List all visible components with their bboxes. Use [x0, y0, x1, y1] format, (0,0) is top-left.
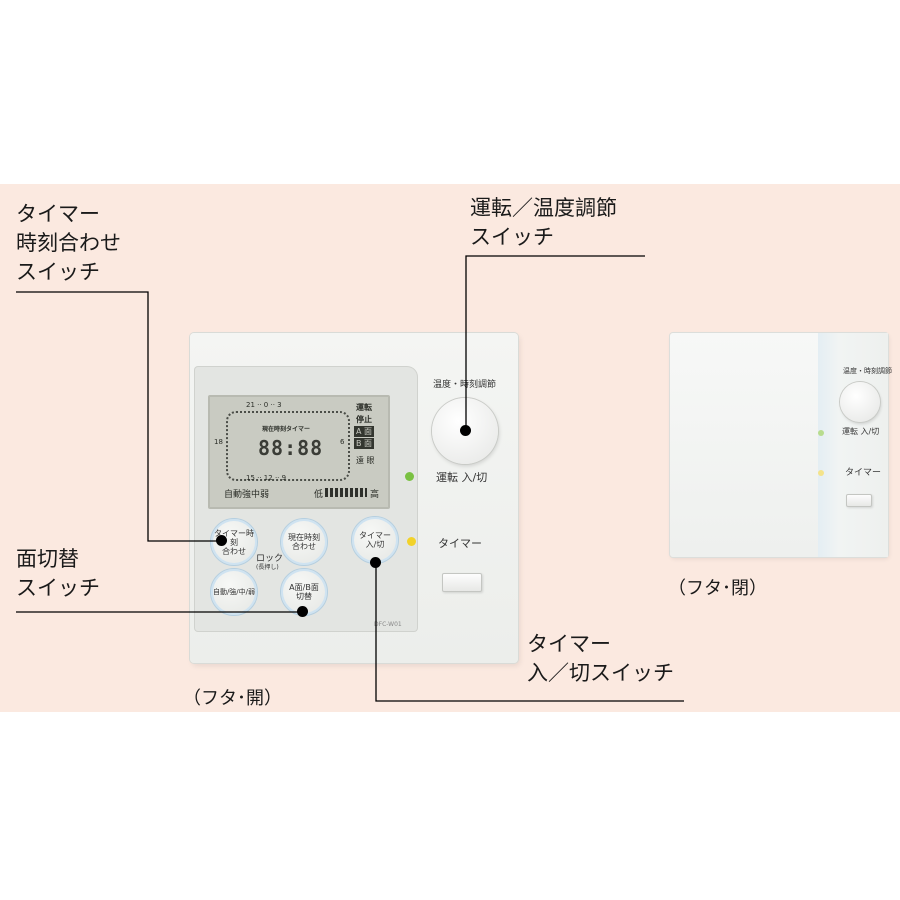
caption-lid-open: （フタ･開）	[183, 688, 282, 709]
timer-label: タイマー	[438, 537, 482, 550]
lcd-digits: 88:88	[258, 436, 324, 460]
closed-timer-label: タイマー	[845, 468, 882, 478]
lcd-dial-left: 18	[214, 438, 223, 446]
lcd-remote: 遠 眼	[356, 456, 375, 465]
marker-dot-face-switch	[297, 606, 308, 617]
closed-timer-led	[818, 470, 824, 476]
closed-side-strip	[818, 333, 888, 557]
leader-timer-on-off	[375, 563, 684, 702]
lcd-level-bar	[325, 488, 367, 497]
knob-bottom-label: 運転 入/切	[436, 471, 488, 484]
callout-run-temp-adjust: 運転／温度調節 スイッチ	[470, 196, 617, 249]
lcd-mode-row: 自動強中弱	[224, 490, 270, 500]
lock-sublabel: (長押し)	[256, 564, 279, 571]
run-led	[405, 472, 414, 481]
lcd-status-stop: 停止	[356, 415, 372, 424]
timer-led	[407, 537, 416, 546]
marker-dot-run-temp	[460, 425, 471, 436]
lcd-status-run: 運転	[356, 403, 372, 412]
timer-rect-button[interactable]	[442, 573, 482, 592]
lcd-dial-top: 21 ·· 0 ·· 3	[246, 401, 282, 409]
marker-dot-timer-on-off	[370, 557, 381, 568]
current-time-set-button[interactable]: 現在時刻 合わせ	[280, 518, 328, 566]
leader-run-temp	[465, 255, 645, 431]
marker-dot-timer-clock	[216, 535, 227, 546]
lcd-face-b: B 面	[354, 438, 375, 449]
caption-lid-closed: （フタ･閉）	[668, 578, 767, 599]
callout-timer-clock-set: タイマー 時刻合わせ スイッチ	[16, 202, 121, 284]
closed-knob[interactable]	[840, 382, 880, 422]
lcd-dial-bottom: 15 ·· 12 ·· 9	[246, 474, 287, 482]
closed-run-led	[818, 430, 824, 436]
lcd-level-high: 高	[370, 490, 380, 500]
closed-knob-top-label: 温度・時刻調節	[843, 367, 892, 375]
model-number: DFC-W01	[374, 621, 402, 628]
callout-face-switch: 面切替 スイッチ	[16, 547, 100, 600]
lcd-level-low: 低	[314, 490, 324, 500]
closed-timer-button[interactable]	[846, 494, 872, 507]
leader-timer-clock	[16, 291, 222, 542]
lcd-dial-ring	[226, 411, 350, 481]
lock-label: ロック	[256, 554, 284, 564]
timer-on-off-button[interactable]: タイマー 入/切	[351, 516, 399, 564]
lcd-dial-right: 6	[340, 438, 345, 446]
lcd-face-a: A 面	[354, 426, 375, 437]
lcd-clock-label: 現在時刻タイマー	[262, 426, 311, 433]
auto-strength-button[interactable]: 自動/強/中/弱	[210, 568, 258, 616]
callout-timer-on-off: タイマー 入／切スイッチ	[527, 632, 674, 685]
closed-knob-bottom-label: 運転 入/切	[842, 427, 880, 436]
knob-top-label: 温度・時刻調節	[433, 380, 497, 390]
